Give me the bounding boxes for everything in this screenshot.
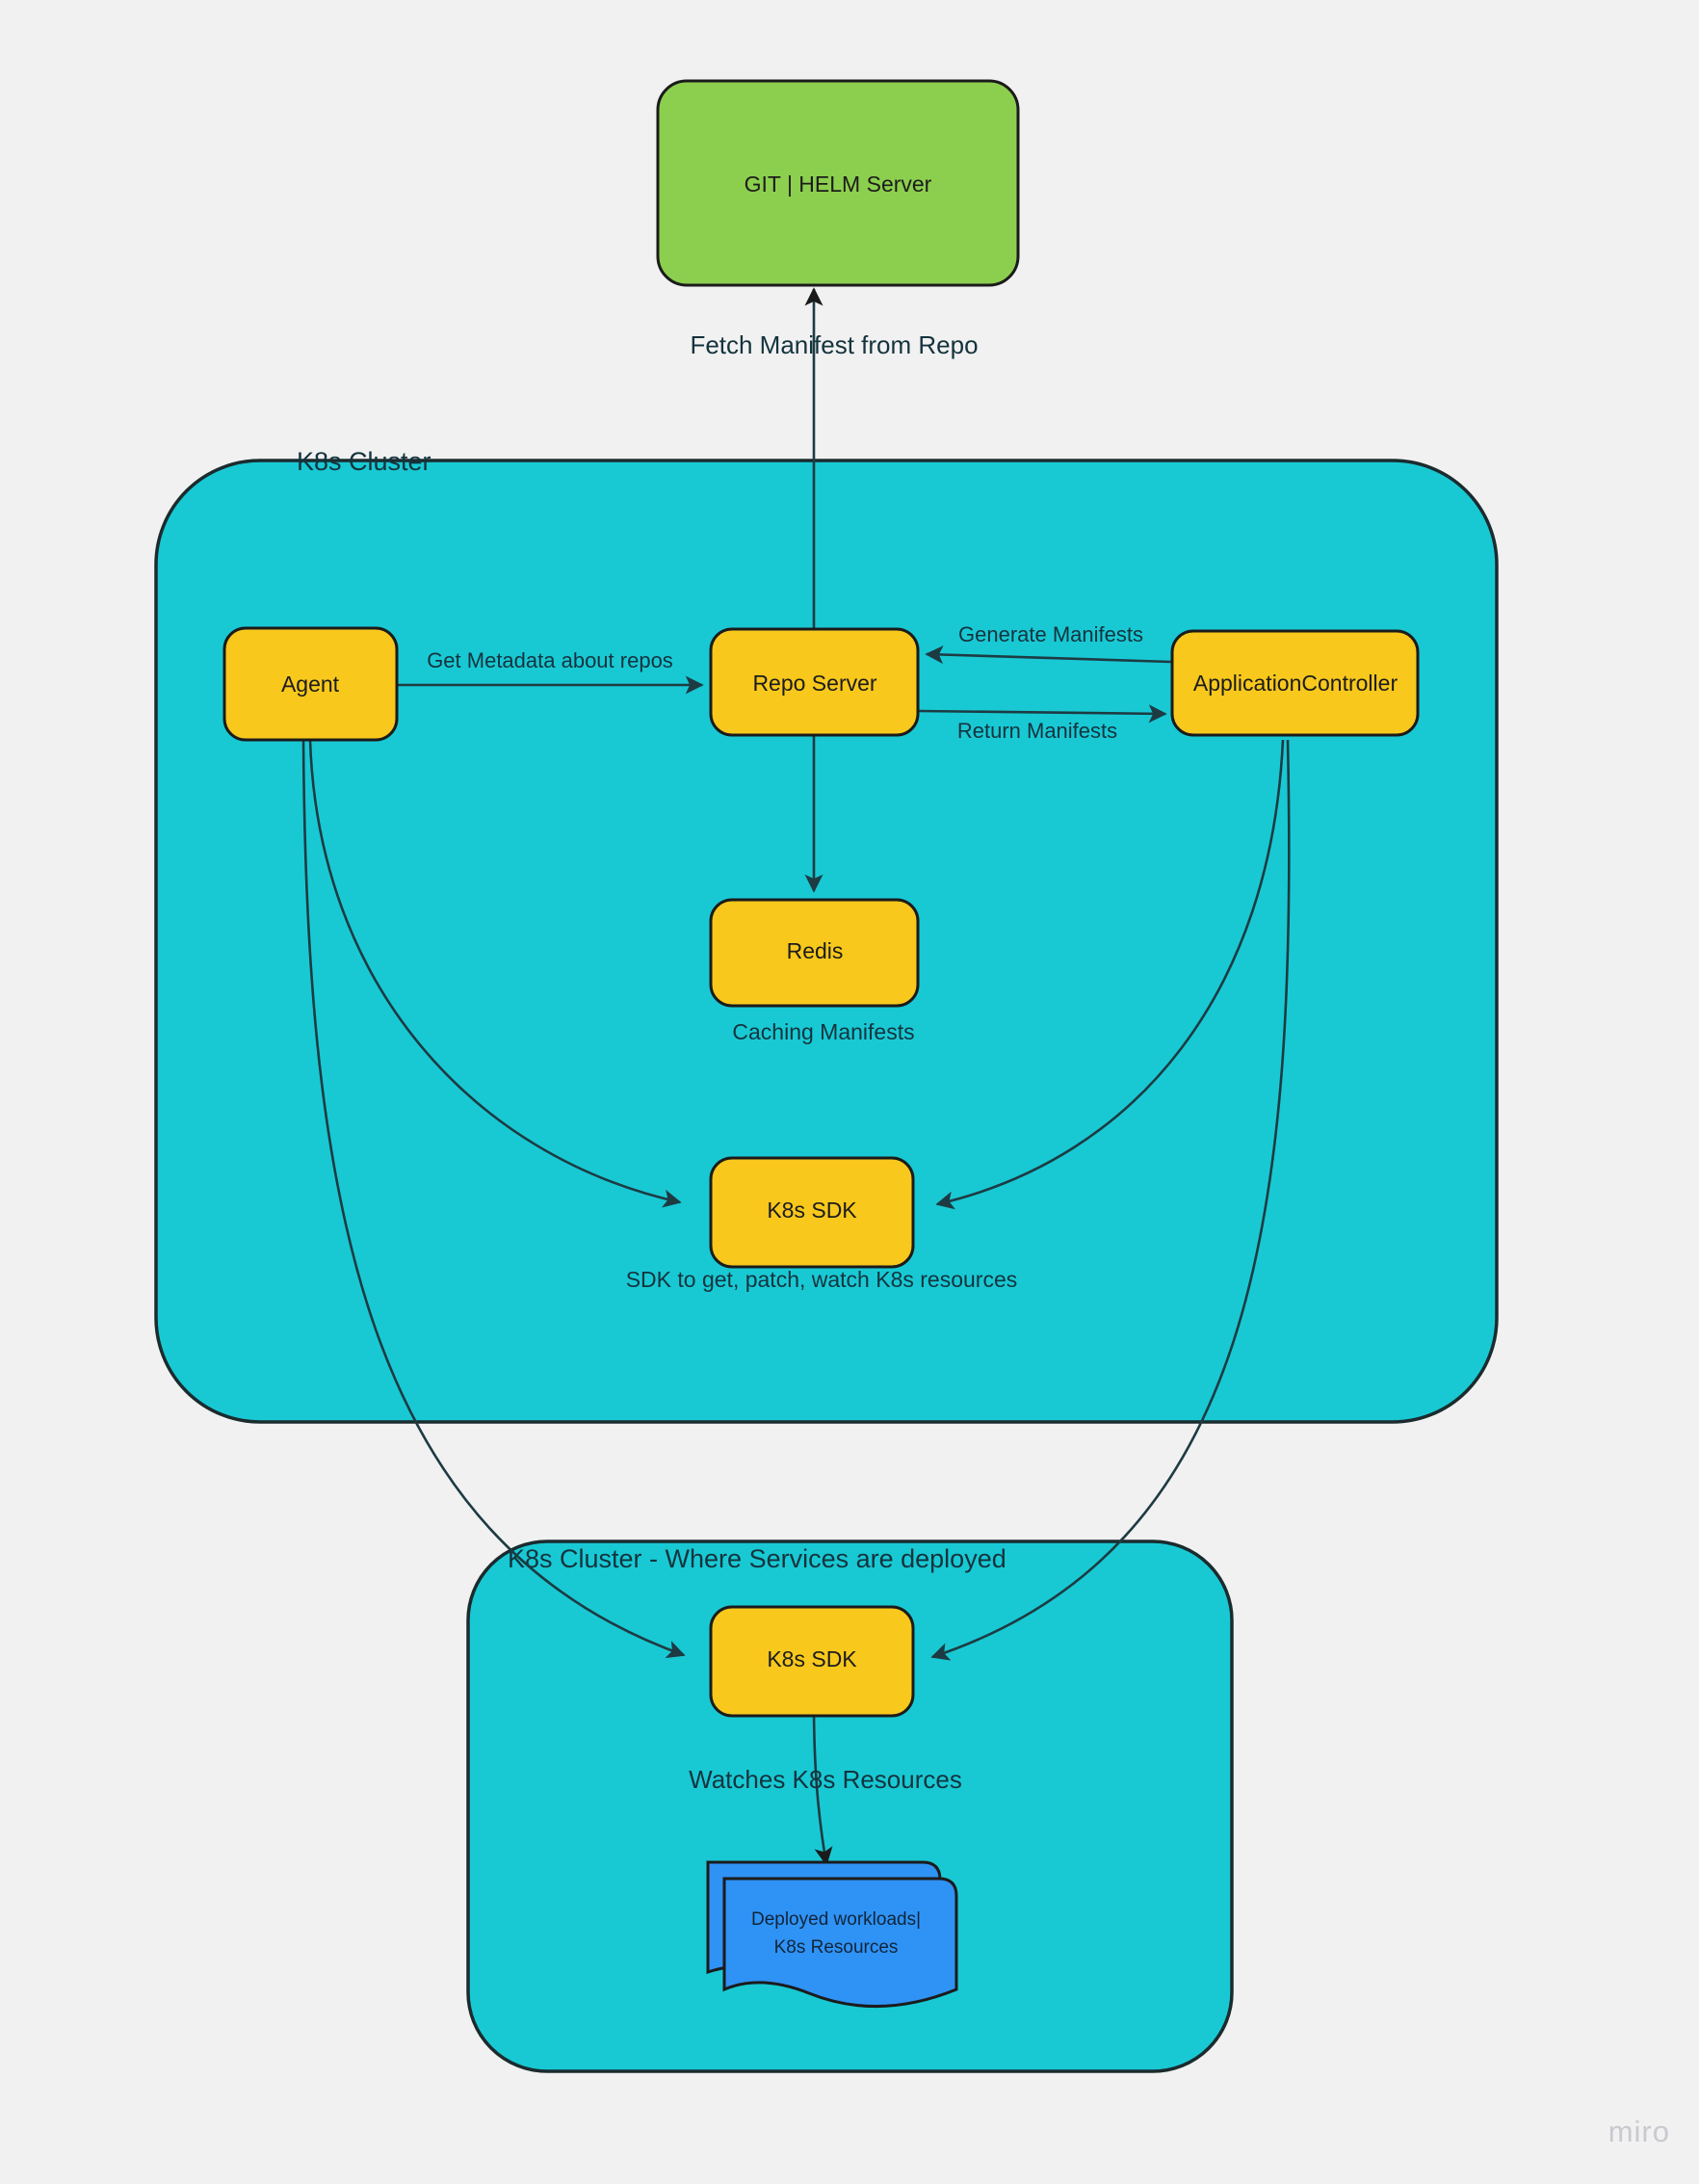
git-helm-server-label: GIT | HELM Server — [745, 171, 932, 197]
miro-watermark: miro — [1608, 2115, 1670, 2148]
upper-cluster-title: K8s Cluster — [297, 447, 431, 476]
application-controller-box[interactable] — [1170, 629, 1420, 737]
node-git-helm-server[interactable]: GIT | HELM Server — [656, 79, 1020, 287]
node-redis[interactable]: Redis — [709, 898, 920, 1008]
edge-generate-manifests — [925, 645, 1172, 665]
edge-label-return-manifests: Return Manifests — [957, 719, 1117, 743]
edge-label-fetch-manifest: Fetch Manifest from Repo — [690, 330, 978, 359]
edge-label-generate-manifests: Generate Manifests — [958, 622, 1143, 646]
edge-agent-to-sdk-lower — [301, 739, 686, 1659]
lower-cluster-title: K8s Cluster - Where Services are deploye… — [508, 1544, 1006, 1573]
deployed-workloads-label-line1: Deployed workloads| — [751, 1909, 921, 1930]
node-deployed-workloads[interactable]: Deployed workloads| K8s Resources — [706, 1860, 958, 2009]
edge-label-get-metadata: Get Metadata about repos — [427, 648, 673, 672]
application-controller-label: ApplicationController — [1193, 671, 1398, 696]
node-repo-server[interactable]: Repo Server — [709, 627, 920, 737]
k8s-sdk-upper-label: K8s SDK — [767, 1197, 857, 1223]
repo-server-box[interactable] — [709, 627, 920, 737]
edge-appctrl-to-sdk-lower — [930, 739, 1291, 1661]
node-application-controller[interactable]: ApplicationController — [1170, 629, 1420, 737]
k8s-sdk-upper-caption: SDK to get, patch, watch K8s resources — [626, 1267, 1018, 1292]
git-helm-server-box[interactable] — [656, 79, 1020, 287]
redis-box[interactable] — [709, 898, 920, 1008]
k8s-sdk-upper-box[interactable] — [709, 1156, 915, 1269]
k8s-sdk-lower-box[interactable] — [709, 1605, 915, 1718]
redis-caption: Caching Manifests — [732, 1019, 914, 1044]
agent-label: Agent — [281, 671, 340, 697]
node-k8s-sdk-lower[interactable]: K8s SDK — [709, 1605, 915, 1718]
group-lower-cluster[interactable]: K8s Cluster - Where Services are deploye… — [466, 1539, 1234, 2073]
edge-appctrl-to-sdk-upper — [935, 739, 1285, 1210]
k8s-sdk-lower-label: K8s SDK — [767, 1646, 857, 1671]
redis-label: Redis — [787, 938, 844, 963]
lower-cluster-box[interactable] — [466, 1539, 1234, 2073]
deployed-workloads-label-line2: K8s Resources — [774, 1937, 899, 1958]
edge-agent-to-sdk-upper — [308, 739, 682, 1208]
edge-label-watches-resources: Watches K8s Resources — [689, 1765, 962, 1794]
node-agent[interactable]: Agent — [222, 626, 399, 742]
repo-server-label: Repo Server — [752, 671, 876, 696]
edge-return-manifests — [917, 704, 1167, 724]
node-k8s-sdk-upper[interactable]: K8s SDK — [709, 1156, 915, 1269]
agent-box[interactable] — [222, 626, 399, 742]
deployed-workloads-front-layer[interactable] — [722, 1877, 958, 2009]
edge-watches-resources — [812, 1702, 833, 1866]
